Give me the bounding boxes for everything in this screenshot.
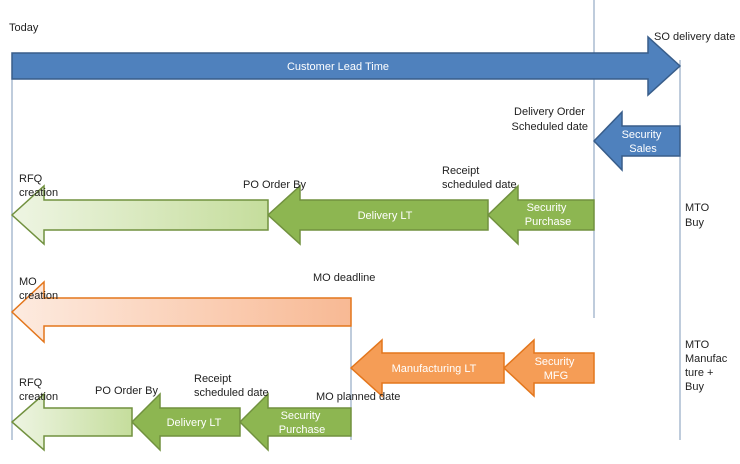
manufacturing-lt-arrow: [349, 338, 505, 398]
security-sales-arrow: [592, 110, 681, 172]
rfq-creation-label-2: RFQ creation: [19, 377, 58, 403]
mto-manufacture-buy-label: MTO Manufac ture + Buy: [685, 339, 730, 393]
manufacturing-lt-label: Manufacturing LT: [392, 363, 477, 375]
receipt-scheduled-label-1: Receipt scheduled date: [442, 165, 517, 191]
mo-creation-arrow: [10, 280, 352, 344]
delivery-lt-arrow-2: [130, 392, 241, 452]
po-order-by-label-2: PO Order By: [95, 385, 158, 397]
customer-lead-time-arrow: [11, 35, 682, 97]
rfq-arrow-2: [10, 392, 133, 452]
mo-deadline-label: MO deadline: [313, 272, 375, 284]
security-purchase-label-1: Security Purchase: [525, 202, 571, 228]
security-mfg-label: Security MFG: [535, 356, 578, 382]
receipt-scheduled-label-2: Receipt scheduled date: [194, 373, 269, 399]
security-sales-label: Security Sales: [622, 129, 665, 155]
delivery-lt-arrow-1: [266, 184, 489, 246]
mto-buy-label: MTO Buy: [685, 202, 712, 229]
po-order-by-label-1: PO Order By: [243, 179, 306, 191]
security-purchase-arrow-2: [238, 392, 352, 452]
security-purchase-arrow-1: [486, 184, 595, 246]
rfq-creation-label-1: RFQ creation: [19, 173, 58, 199]
customer-lead-time-label: Customer Lead Time: [287, 61, 389, 73]
security-mfg-arrow: [502, 338, 595, 398]
delivery-lt-label-2: Delivery LT: [167, 417, 222, 429]
rfq-arrow-1: [10, 184, 269, 246]
mo-planned-date-label: MO planned date: [316, 391, 400, 403]
so-delivery-date-label: SO delivery date: [654, 31, 735, 43]
today-label: Today: [9, 22, 39, 34]
mo-creation-label: MO creation: [19, 276, 58, 302]
delivery-lt-label-1: Delivery LT: [358, 210, 413, 222]
security-purchase-label-2: Security Purchase: [279, 410, 325, 436]
delivery-order-scheduled-label: Delivery Order Scheduled date: [512, 106, 588, 133]
